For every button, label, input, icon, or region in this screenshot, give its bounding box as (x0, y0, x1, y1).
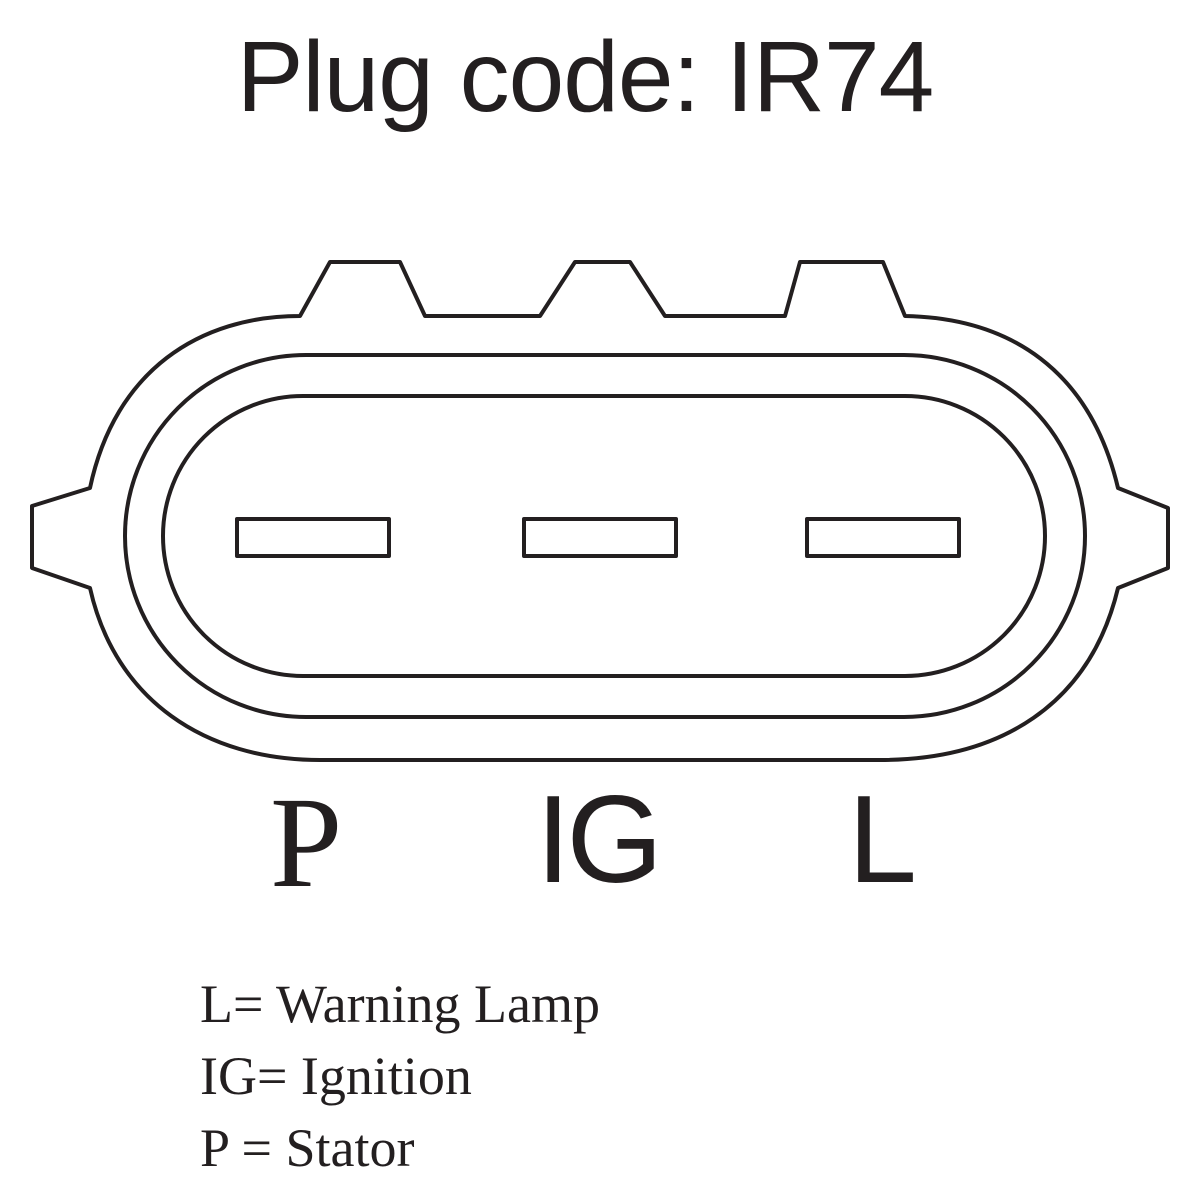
pin-legend: L= Warning Lamp IG= Ignition P = Stator (200, 968, 600, 1184)
pin-label-l: L (848, 771, 917, 909)
pin-label-p: P (270, 771, 343, 915)
pin-label-ig: IG (536, 771, 663, 909)
terminal-slot-ig (522, 517, 678, 558)
legend-item-p: P = Stator (200, 1118, 415, 1178)
connector-outer-housing (30, 260, 1170, 762)
legend-item-l: L= Warning Lamp (200, 974, 601, 1034)
connector-inner-face (161, 394, 1047, 678)
connector-middle-rim (123, 353, 1087, 719)
terminal-slot-l (805, 517, 961, 558)
legend-item-ig: IG= Ignition (200, 1046, 472, 1106)
page-title: Plug code: IR74 (236, 21, 935, 133)
terminal-slot-p (235, 517, 391, 558)
